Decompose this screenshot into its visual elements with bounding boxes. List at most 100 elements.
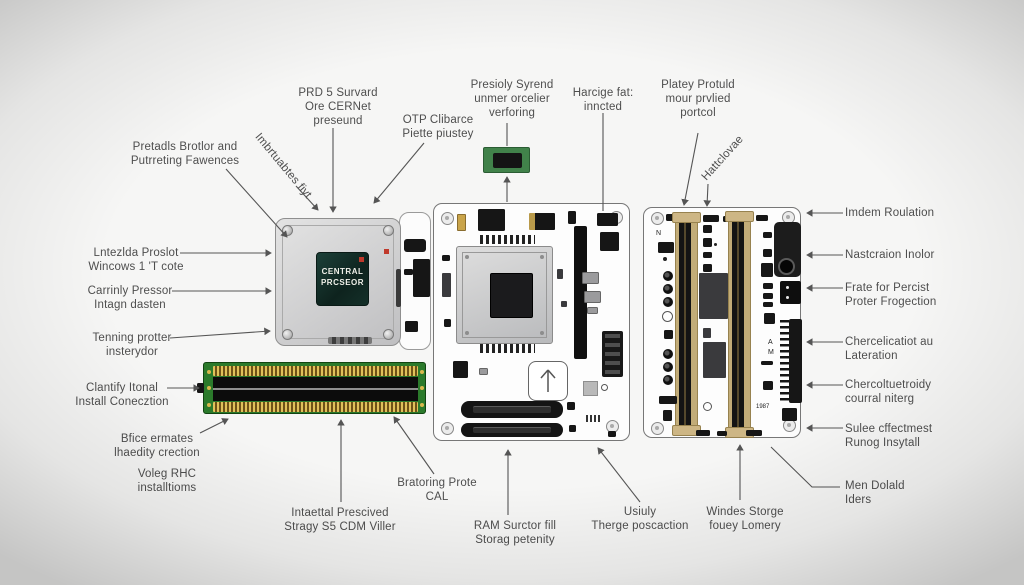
chip-component (703, 264, 712, 272)
chip-component (557, 269, 563, 279)
spi-chip-module (483, 147, 530, 173)
socket-screw-dot (465, 255, 469, 259)
audio-jack (663, 297, 673, 307)
silkscreen-code: 1987 (756, 404, 770, 410)
callout-presioly-syrend: Presioly Syrend unmer orcelier verforing (470, 79, 554, 119)
socket-pin-strip (480, 235, 535, 244)
io-board: N A M 1987 (643, 207, 802, 438)
socket-pin-strip (480, 344, 535, 353)
cpu-die: CENTRAL PRCSEOR (316, 252, 369, 306)
callout-frate-percist: Frate for Percist Proter Frogection (845, 282, 937, 308)
camera-lens (778, 258, 795, 275)
chip-component (569, 425, 576, 432)
connector-pin-dot (786, 286, 789, 289)
edge-contact (703, 215, 719, 222)
bracket-pin (404, 269, 413, 275)
pin-comb-teeth (780, 320, 789, 402)
callout-windes-storge: Windes Storge fouey Lomery (706, 506, 784, 532)
chip-component (658, 242, 674, 253)
callout-imbrtuabtes: Imbrtuabtes fiyt (252, 131, 314, 201)
cpu-socket (456, 246, 553, 344)
ram-side-notch (197, 383, 204, 393)
chip-component (703, 225, 712, 233)
chip-component (600, 232, 619, 251)
ram-gold-pins-bottom (213, 402, 418, 412)
ram-via-dot (207, 370, 211, 374)
chip-component (659, 396, 677, 404)
heatsink-pad (583, 381, 598, 396)
socket-screw-dot (540, 331, 544, 335)
chip-component (763, 293, 773, 299)
camera-connector (780, 281, 801, 304)
callout-bratoring-prote: Bratoring Prote CAL (397, 477, 477, 503)
callout-hattclovae: Hattclovae (699, 133, 746, 184)
callout-sulee-cffectmest: Sulee cffectmest Runog Insytall (845, 423, 933, 449)
edge-contact (696, 430, 710, 436)
ram-slot-vertical (725, 211, 754, 438)
chip-component (442, 273, 451, 297)
socket-screw-dot (465, 331, 469, 335)
slot-stripes (679, 217, 694, 429)
callout-voleg-rhc: Voleg RHC installtioms (137, 468, 197, 494)
motherboard-board (433, 203, 630, 441)
small-port (587, 307, 598, 314)
chip-component (761, 361, 773, 365)
pin-comb-connector (789, 319, 802, 403)
chip-component (568, 211, 576, 224)
audio-jack (663, 375, 673, 385)
chip-component (479, 368, 488, 375)
chip-component (567, 402, 575, 410)
chip-component (763, 249, 772, 257)
chip-component (703, 238, 712, 247)
callout-imdem-roulation: Imdem Roulation (845, 207, 935, 219)
controller-chip (703, 342, 726, 378)
callout-men-dolald: Men Dolald Iders (845, 480, 905, 506)
callout-prd-survard: PRD 5 Survard Ore CERNet preseund (298, 87, 378, 127)
cpu-screw (282, 329, 293, 340)
cpu-module: CENTRAL PRCSEOR (275, 218, 401, 346)
socket-die (490, 273, 533, 318)
board-screw (651, 212, 664, 225)
bracket-latch (413, 259, 430, 297)
chip-component (763, 381, 773, 390)
ram-chip-divider (213, 388, 418, 390)
ram-gold-pins-top (213, 366, 418, 376)
chip-component (664, 330, 673, 339)
callout-nastcraion-inolor: Nastcraion Inolor (845, 249, 935, 261)
edge-contact (717, 431, 727, 436)
cpu-die-red-dot (359, 257, 364, 262)
cpu-retention-bracket (399, 212, 431, 350)
bracket-tab (405, 321, 418, 332)
mount-hole (662, 311, 673, 322)
cpu-screw (282, 225, 293, 236)
gold-connector (457, 214, 466, 231)
chip-component (782, 408, 797, 421)
ram-slot-horizontal (461, 401, 563, 418)
spi-chip-die (493, 153, 522, 168)
power-connector-pins (605, 334, 620, 374)
up-arrow-icon (540, 369, 556, 392)
ram-via-dot (420, 403, 424, 407)
chip-component (763, 302, 773, 307)
test-pad (663, 257, 667, 261)
chip-component (478, 209, 505, 231)
test-pad (714, 243, 717, 246)
mount-hole (703, 402, 712, 411)
callout-otp-clibarce: OTP Clibarce Piette piustey (402, 114, 474, 140)
cpu-red-marker (384, 249, 389, 254)
audio-jack (663, 271, 673, 281)
callout-carrinly-pressor: Carrinly Pressor Intagn dasten (87, 285, 173, 311)
board-screw (441, 212, 454, 225)
callout-lntezlda-proslot: Lntezlda Proslot Wincows 1 'T cote (88, 247, 184, 273)
slot-cap (725, 211, 754, 222)
usb-port (584, 291, 601, 303)
chip-component (597, 213, 618, 226)
bracket-tab (404, 239, 426, 252)
chip-component (764, 313, 775, 324)
cpu-bottom-connector (328, 337, 372, 344)
connector-pin-dot (786, 296, 789, 299)
board-screw (651, 422, 664, 435)
ram-module (203, 362, 426, 414)
io-strip (574, 226, 587, 359)
